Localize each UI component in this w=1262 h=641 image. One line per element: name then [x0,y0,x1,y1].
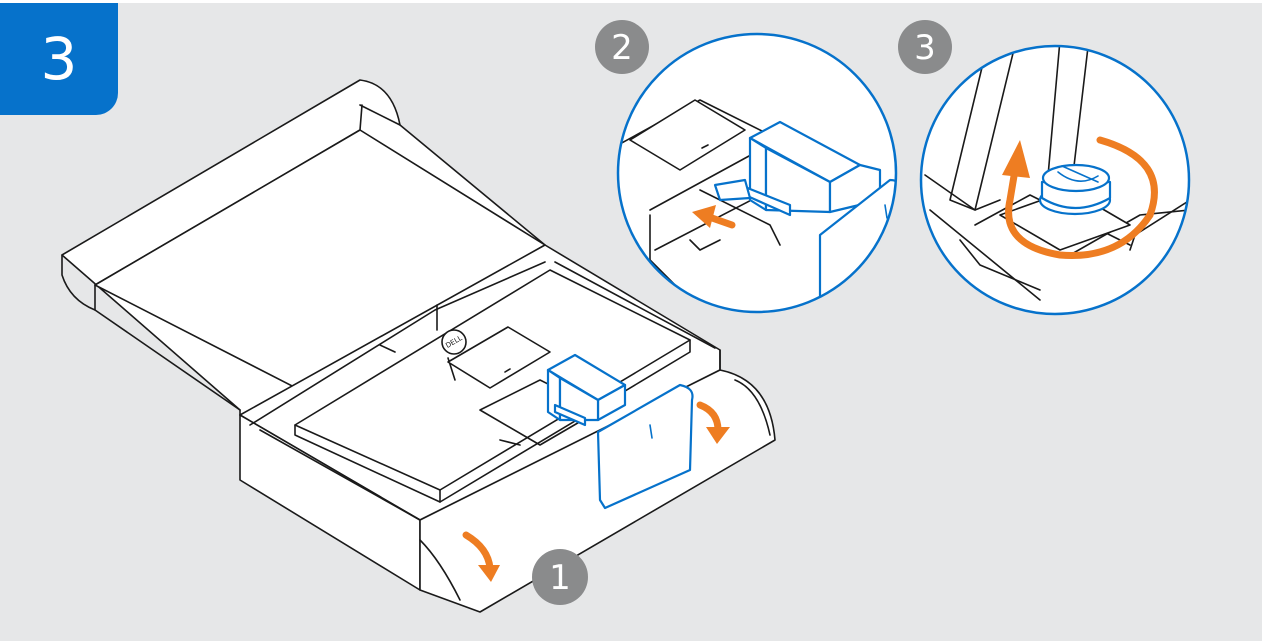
svg-text:3: 3 [914,28,936,68]
detail-view-2 [616,32,898,314]
step-number-badge: 3 [0,3,118,115]
svg-text:1: 1 [549,558,571,598]
vesa-plate [629,99,746,171]
stand-riser [546,353,627,427]
stand-base [596,383,694,510]
rotate-arrow-icon [1002,136,1158,259]
callout-3: 3 [898,20,952,74]
thumbscrew [1038,163,1112,216]
vesa-plate [447,326,551,389]
detail-view-3 [919,44,1191,316]
straight-arrow-icon [692,205,736,229]
packaging-box: DELL [61,79,776,613]
svg-text:2: 2 [611,28,633,68]
callout-2: 2 [595,20,649,74]
curved-arrow-icon [696,401,730,444]
curved-arrow-icon [462,531,500,582]
callout-1: 1 [532,549,588,605]
brand-logo: DELL [441,329,467,355]
